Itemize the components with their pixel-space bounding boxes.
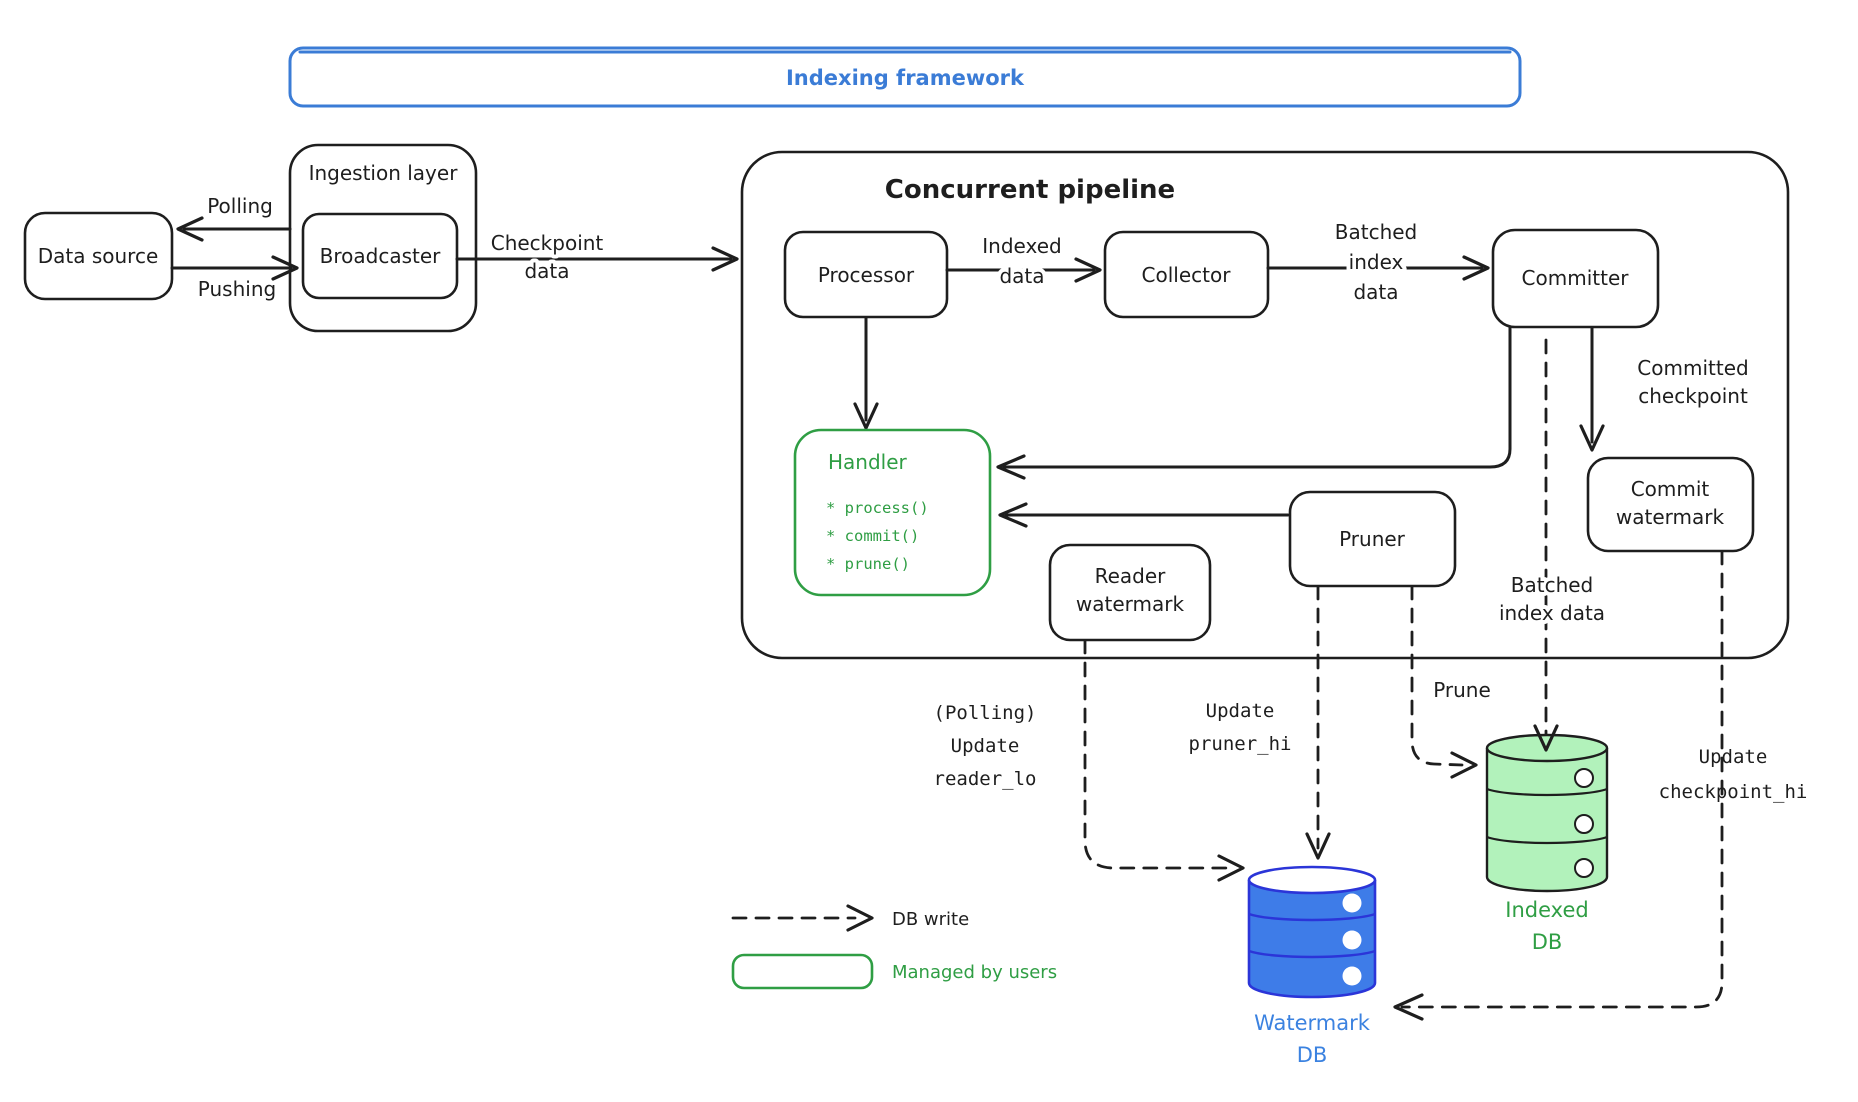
watermark-db-top	[1247, 865, 1377, 895]
polling-arrow: Polling	[176, 194, 292, 242]
data-source-node: Data source	[23, 211, 174, 301]
commit-watermark-label-1: Commit	[1631, 477, 1710, 501]
batched-index-write-arrowhead	[1533, 724, 1559, 752]
prune-label: Prune	[1433, 678, 1491, 702]
committer-node: Committer	[1491, 228, 1660, 329]
indexed-db-label-2: DB	[1532, 930, 1563, 954]
commit-watermark-node: Commit watermark	[1586, 456, 1755, 553]
handler-node: Handler * process() * commit() * prune()	[793, 428, 992, 597]
collector-node: Collector	[1103, 230, 1270, 319]
committed-checkpoint-label-1: Committed	[1637, 356, 1748, 380]
reader-watermark-label-1: Reader	[1095, 564, 1167, 588]
processor-label: Processor	[818, 263, 915, 287]
batched-index-write-label: Batched index data	[1495, 569, 1609, 629]
concurrent-pipeline-title: Concurrent pipeline	[885, 175, 1175, 205]
committed-checkpoint-label-2: checkpoint	[1638, 384, 1748, 408]
reader-watermark-label-2: watermark	[1076, 592, 1185, 616]
checkpoint-data-arrow: Checkpoint data	[455, 227, 739, 287]
watermark-db-band-1	[1248, 912, 1376, 922]
indexing-framework-banner: Indexing framework	[288, 46, 1522, 108]
watermark-db-body	[1247, 880, 1377, 999]
reader-lo-write-label: (Polling) Update reader_lo	[934, 702, 1037, 790]
collector-label: Collector	[1142, 263, 1232, 287]
handler-title: Handler	[828, 450, 908, 474]
polling-label: Polling	[207, 194, 273, 218]
reader-lo-label-1: (Polling)	[934, 702, 1037, 724]
batched-index-write-label-1: Batched	[1511, 573, 1594, 597]
ingestion-layer-label: Ingestion layer	[309, 161, 459, 185]
pruner-to-handler-arrow	[998, 502, 1290, 528]
watermark-db-dot-1	[1342, 893, 1362, 913]
batched-index-data-label-1: Batched	[1335, 220, 1418, 244]
pruner-hi-write-label: Update pruner_hi	[1189, 700, 1292, 755]
checkpoint-hi-write-label: Update checkpoint_hi	[1659, 746, 1808, 803]
checkpoint-hi-label-1: Update	[1699, 746, 1768, 768]
indexed-db-band-1	[1486, 787, 1608, 797]
legend-managed-label: Managed by users	[892, 962, 1057, 983]
indexed-db-label-1: Indexed	[1505, 898, 1588, 922]
reader-lo-label-3: reader_lo	[934, 768, 1037, 790]
reader-watermark-node: Reader watermark	[1048, 543, 1212, 642]
handler-item-commit: * commit()	[826, 527, 919, 545]
indexed-db-band-2	[1486, 835, 1608, 845]
processor-node: Processor	[783, 230, 949, 319]
committer-to-handler-arrow	[996, 325, 1512, 480]
batched-index-data-label-3: data	[1353, 280, 1398, 304]
commit-watermark-label-2: watermark	[1616, 505, 1725, 529]
indexed-db-dot-2	[1574, 814, 1594, 834]
committed-checkpoint-arrow: Committed checkpoint	[1579, 325, 1749, 452]
prune-write-line	[1410, 584, 1478, 779]
indexed-data-label-2: data	[999, 264, 1044, 288]
reader-lo-write-line	[1083, 638, 1245, 882]
pruner-hi-label-1: Update	[1206, 700, 1275, 722]
indexed-db-dot-3	[1574, 858, 1594, 878]
legend: DB write Managed by users	[731, 904, 1057, 990]
batched-index-data-arrow: Batched index data	[1266, 216, 1490, 308]
data-source-label: Data source	[38, 244, 159, 268]
broadcaster-box	[301, 212, 459, 300]
indexed-data-label-1: Indexed	[982, 234, 1061, 258]
watermark-db-label-2: DB	[1297, 1043, 1328, 1067]
checkpoint-hi-label-2: checkpoint_hi	[1659, 781, 1808, 803]
legend-db-write-label: DB write	[892, 909, 969, 930]
watermark-db-dot-3	[1342, 966, 1362, 986]
checkpoint-data-label-2: data	[524, 259, 569, 283]
pruner-label: Pruner	[1339, 527, 1406, 551]
prune-write-label: Prune	[1433, 678, 1491, 702]
broadcaster-label: Broadcaster	[320, 244, 442, 268]
committer-label: Committer	[1522, 266, 1630, 290]
concurrent-pipeline-container: Concurrent pipeline	[740, 150, 1790, 660]
indexed-db-dot-1	[1574, 768, 1594, 788]
indexed-data-arrow: Indexed data	[945, 230, 1102, 292]
legend-dashed-arrowhead	[846, 904, 874, 932]
indexed-db: Indexed DB	[1485, 733, 1609, 954]
legend-green-box	[731, 953, 874, 990]
pruner-hi-write-line	[1305, 584, 1331, 860]
handler-item-process: * process()	[826, 499, 929, 517]
pushing-arrow: Pushing	[170, 255, 299, 301]
handler-item-prune: * prune()	[826, 555, 910, 573]
watermark-db-dot-2	[1342, 930, 1362, 950]
reader-lo-label-2: Update	[951, 735, 1020, 757]
banner-title: Indexing framework	[786, 66, 1025, 90]
batched-index-data-label-2: index	[1349, 250, 1404, 274]
banner-border	[288, 46, 1522, 108]
batched-index-write-label-2: index data	[1499, 601, 1605, 625]
checkpoint-data-label-1: Checkpoint	[491, 231, 604, 255]
pushing-label: Pushing	[198, 277, 276, 301]
processor-to-handler-arrow	[853, 315, 879, 430]
watermark-db: Watermark DB	[1247, 865, 1377, 1067]
watermark-db-label-1: Watermark	[1254, 1011, 1371, 1035]
checkpoint-hi-write-line	[1393, 549, 1724, 1021]
pruner-hi-label-2: pruner_hi	[1189, 733, 1292, 755]
pruner-node: Pruner	[1288, 490, 1457, 588]
watermark-db-band-2	[1248, 949, 1376, 959]
ingestion-layer-node: Ingestion layer Broadcaster	[288, 143, 478, 333]
